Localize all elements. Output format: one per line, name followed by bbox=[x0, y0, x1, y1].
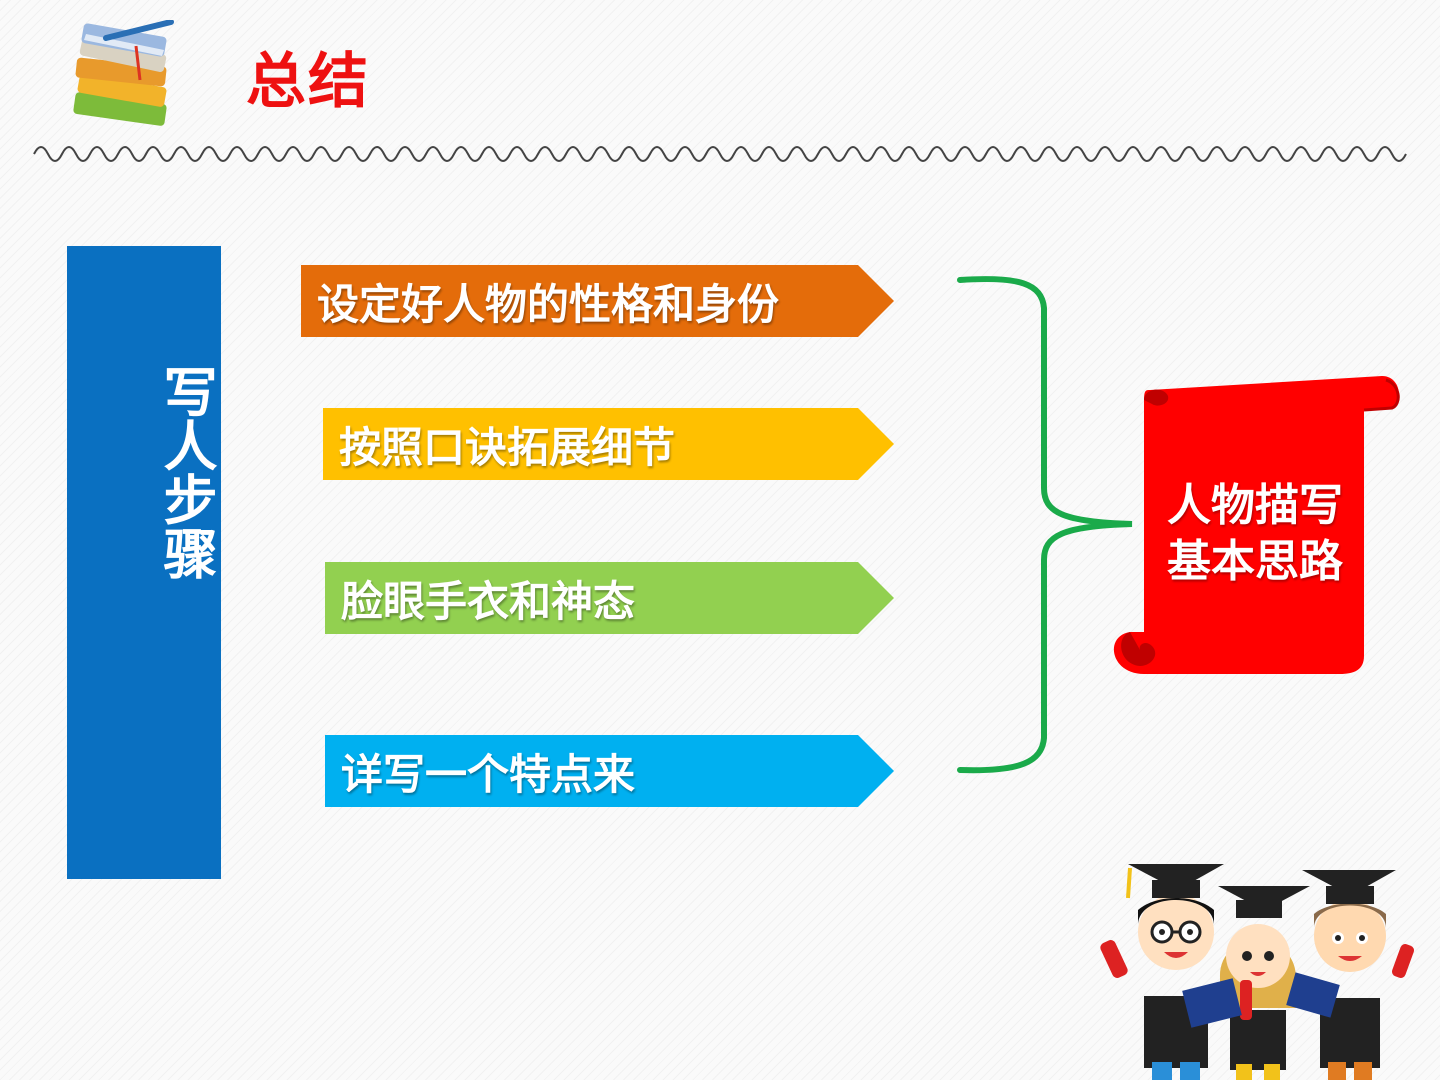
step-arrow-4: 详写一个特点来 bbox=[325, 735, 894, 807]
step-label-4: 详写一个特点来 bbox=[341, 749, 636, 799]
steps-bar: 写人步骤 bbox=[67, 246, 221, 879]
conclusion-line-1: 人物描写 bbox=[1167, 480, 1343, 531]
step-arrow-2: 按照口诀拓展细节 bbox=[323, 408, 894, 480]
step-arrow-1: 设定好人物的性格和身份 bbox=[301, 265, 894, 337]
step-label-1: 设定好人物的性格和身份 bbox=[317, 279, 780, 329]
step-label-3: 脸眼手衣和神态 bbox=[341, 576, 636, 626]
step-label-2: 按照口诀拓展细节 bbox=[339, 422, 676, 472]
conclusion-text: 人物描写 基本思路 bbox=[1140, 478, 1370, 590]
books-icon bbox=[73, 20, 174, 126]
step-arrow-3: 脸眼手衣和神态 bbox=[325, 562, 894, 634]
page-title: 总结 bbox=[246, 47, 370, 117]
conclusion-line-2: 基本思路 bbox=[1167, 536, 1343, 587]
scroll-icon bbox=[1113, 376, 1400, 674]
steps-bar-label: 写人步骤 bbox=[154, 364, 217, 580]
graduates-illustration bbox=[1100, 864, 1414, 1080]
wave-divider bbox=[33, 146, 1407, 162]
brace-icon bbox=[957, 276, 1133, 774]
